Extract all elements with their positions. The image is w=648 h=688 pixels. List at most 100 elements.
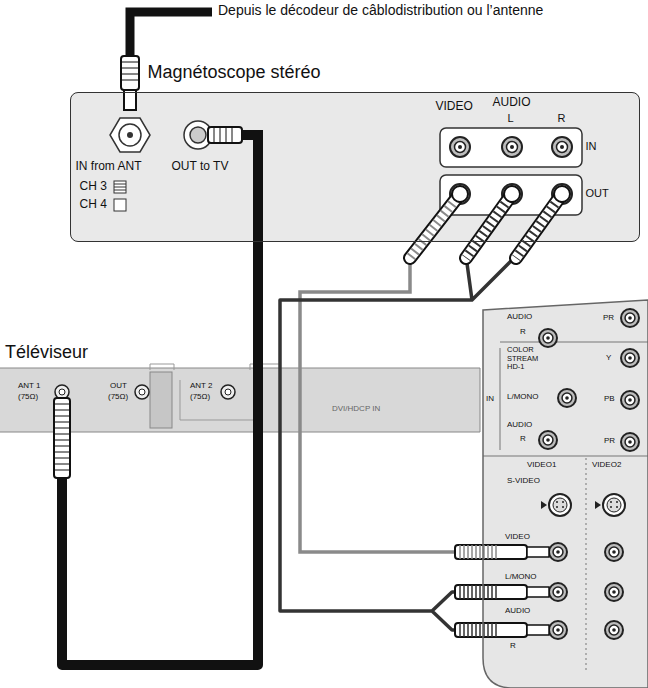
rca-plug-rib [479, 585, 481, 599]
av-cable [280, 256, 516, 630]
coax-plug-rib [54, 416, 70, 417]
rca-jack-hole [553, 587, 563, 597]
jack-label: PR [603, 313, 614, 322]
channel-label: R [510, 641, 516, 650]
s-video-jack-inner [553, 498, 567, 512]
s-video-jack [603, 494, 625, 516]
column-label: VIDEO1 [527, 460, 556, 469]
antenna-cable [130, 12, 212, 58]
rca-plug-ribs [466, 194, 512, 258]
coax-plug-ribs [214, 127, 232, 143]
jack-label: PR [604, 436, 615, 445]
jack-label: OUT [110, 381, 127, 390]
coax-plug-rib [54, 404, 70, 405]
rca-jack-hole [543, 333, 553, 343]
side-divider [483, 342, 648, 456]
input-label: COLOR STREAM HD-1 [507, 346, 547, 372]
rca-jack-pin [458, 145, 462, 149]
rca-jack-pin [612, 590, 616, 594]
rca-jack-pin [556, 590, 560, 594]
rca-plug-rib [491, 623, 493, 637]
rca-jack-pin [546, 336, 550, 340]
rca-plug-tip [554, 186, 570, 202]
rca-jack-pin [628, 440, 632, 444]
jack-label: IN from ANT [76, 160, 142, 174]
channel-label: R [520, 434, 526, 443]
port-label: DVI/HDCP IN [330, 404, 382, 413]
rca-plug-rib [463, 545, 465, 559]
rca-plug [455, 545, 527, 559]
rca-plug-rib [471, 545, 473, 559]
f-connector [221, 385, 235, 399]
rca-jack [549, 583, 567, 601]
coax-plug-rib [54, 410, 70, 411]
s-video-pin [610, 501, 612, 503]
row-label: OUT [586, 187, 609, 200]
coax-plug-rib [54, 422, 70, 423]
rca-plug-tip [504, 186, 520, 202]
rca-jack-hole [543, 435, 553, 445]
coax-plug [54, 398, 70, 478]
source-note: Depuis le décodeur de câblodistribution … [218, 2, 543, 18]
rca-jack [605, 583, 623, 601]
coax-jack [119, 124, 141, 146]
f-connector-hole [225, 389, 231, 395]
rca-jack-pin [628, 398, 632, 402]
jack-label: ANT 2 [190, 381, 213, 390]
jack-label: VIDEO [505, 532, 530, 541]
coax-plug-rib [54, 446, 70, 447]
rca-jack-hole [507, 142, 518, 153]
coax-plug [124, 90, 136, 110]
rca-plug [516, 194, 562, 258]
rca-plug-rib [475, 623, 477, 637]
rca-jack-pin [628, 356, 632, 360]
row-label: IN [486, 394, 494, 403]
vcr-ground [70, 92, 640, 242]
rca-jack-hole [553, 625, 563, 635]
rca-jack-hole [455, 142, 466, 153]
rca-jack [549, 543, 567, 561]
rca-jack [558, 389, 576, 407]
jack-label: Y [606, 353, 611, 362]
rca-jack [621, 391, 639, 409]
channel-label: R [558, 112, 566, 125]
side-panel-border [483, 300, 648, 688]
rca-plug-body [516, 194, 562, 258]
rca-jack-pin [612, 550, 616, 554]
ch-switch [114, 199, 126, 211]
rca-plug-rib [467, 623, 469, 637]
rca-jack-hole [562, 393, 572, 403]
vcr-panel: Magnétoscope stéréoIN from ANTOUT to TVC… [70, 92, 640, 242]
device-heading: Téléviseur [5, 342, 88, 363]
jack-label: S-VIDEO [507, 476, 540, 485]
coax-plug-ribs [121, 62, 139, 80]
rca-plug-body [466, 194, 512, 258]
jack-label: PB [604, 394, 615, 403]
row-label: IN [586, 140, 597, 153]
jack-label: AUDIO [505, 606, 530, 615]
rca-plug-rib [491, 585, 493, 599]
rca-plug-tip [527, 587, 549, 597]
rca-plug [455, 623, 527, 637]
rca-jack [539, 431, 557, 449]
device-heading: Magnétoscope stéréo [148, 62, 321, 83]
s-video-pin [556, 506, 558, 508]
coax-plug-rib [54, 440, 70, 441]
rca-jack-pin [628, 316, 632, 320]
tv-side-panel: AUDIORPRCOLOR STREAM HD-1YINL/MONOAUDIOR… [483, 300, 648, 688]
rca-plug-rib [487, 545, 489, 559]
jack-label: L/MONO [505, 572, 537, 581]
impedance-label: (75Ω) [108, 392, 128, 401]
rca-jack [552, 137, 572, 157]
coax-cable-inner [242, 135, 258, 242]
s-video-pin [562, 501, 564, 503]
rca-plug-rib [459, 585, 461, 599]
rca-plug-ribs [516, 194, 562, 258]
coax-plug [121, 56, 139, 90]
jack-label: OUT to TV [172, 160, 229, 174]
rca-jack [605, 543, 623, 561]
rca-plug-rib [495, 545, 497, 559]
rca-plug-rib [459, 623, 461, 637]
